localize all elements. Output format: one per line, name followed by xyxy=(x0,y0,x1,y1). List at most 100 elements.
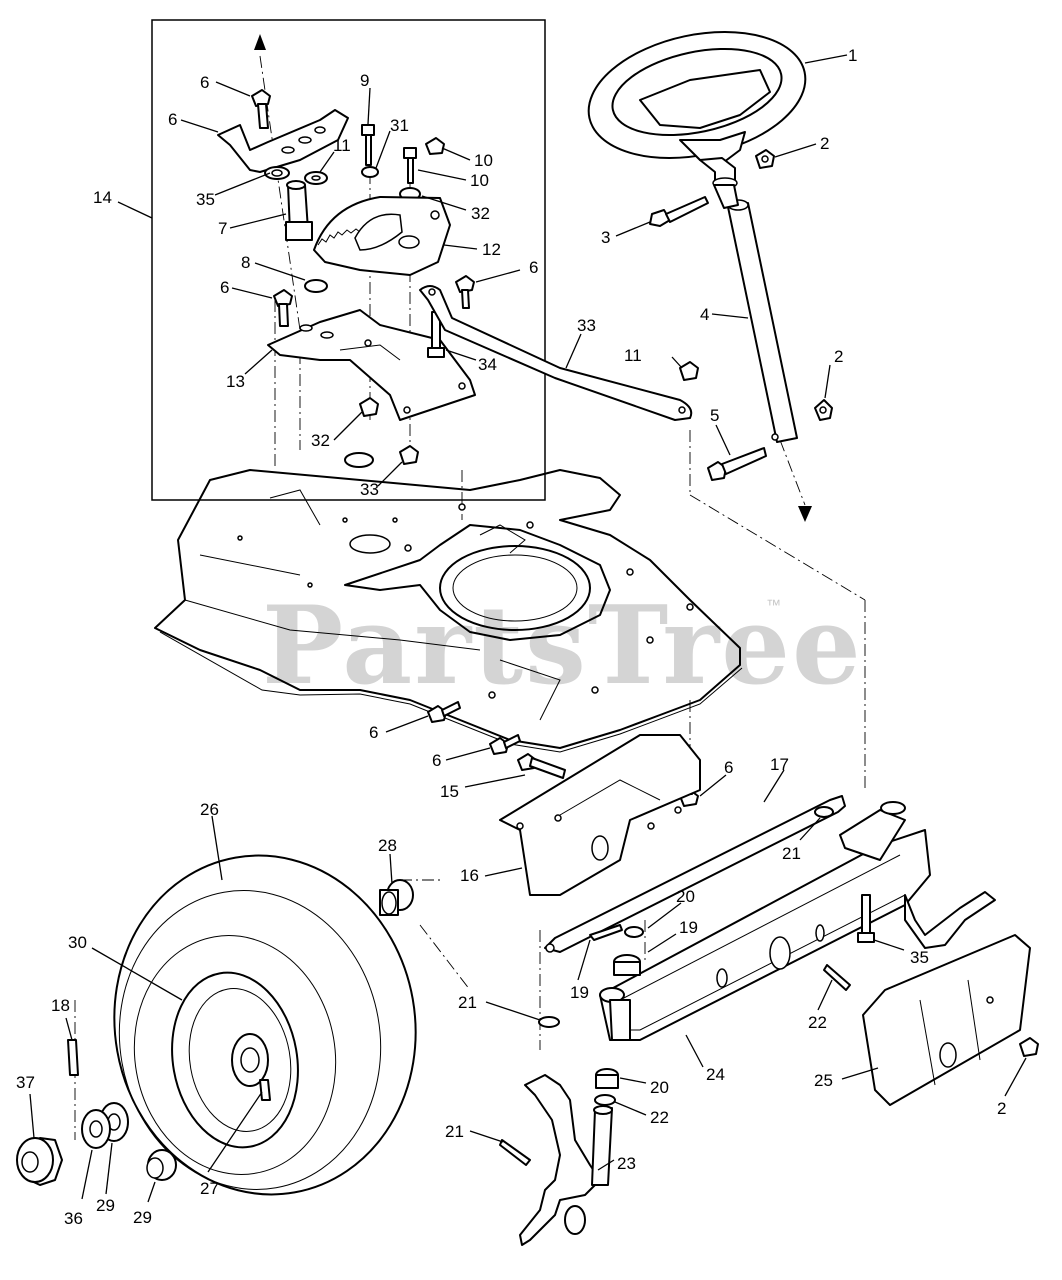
bracket-14 xyxy=(267,309,476,421)
callout: 22 xyxy=(808,1013,827,1032)
callout: 25 xyxy=(814,1071,833,1090)
washer-37 xyxy=(81,1109,111,1149)
callout: 21 xyxy=(445,1122,464,1141)
spindle-24 xyxy=(519,1074,613,1246)
nut-33-a xyxy=(359,397,379,417)
callout: 7 xyxy=(218,219,227,238)
cotter-pin-19-axle xyxy=(589,924,623,941)
callout-labels: 1 2 2 2 3 4 5 6 6 6 6 6 6 6 7 8 9 10 10 … xyxy=(16,46,1006,1228)
callout: 4 xyxy=(700,305,709,324)
bushing-29-upper xyxy=(379,879,414,916)
callout: 3 xyxy=(601,228,610,247)
washer-21-top xyxy=(814,806,834,818)
callout: 6 xyxy=(220,278,229,297)
callout: 10 xyxy=(470,171,489,190)
ring-inset xyxy=(344,452,374,468)
spindle-right xyxy=(839,801,996,949)
bushing-29-lower xyxy=(146,1149,177,1181)
bolt-10-b xyxy=(403,147,417,184)
nut-11-link xyxy=(679,361,699,381)
callout: 6 xyxy=(369,723,378,742)
pinion-gear-8 xyxy=(285,180,313,241)
callout: 20 xyxy=(676,887,695,906)
bracket-7 xyxy=(217,109,349,173)
callout: 22 xyxy=(650,1108,669,1127)
bolt-10-a xyxy=(361,124,375,166)
drag-link-34 xyxy=(419,285,693,421)
watermark-text: PartsTree xyxy=(262,583,863,709)
callout: 14 xyxy=(93,188,112,207)
callout: 11 xyxy=(624,346,642,365)
bolt-6-inset-left xyxy=(273,289,293,327)
callout: 2 xyxy=(820,134,829,153)
washer-12 xyxy=(304,171,328,185)
cotter-pin-19-wheel xyxy=(67,1039,79,1076)
nut-2-top xyxy=(755,149,775,169)
callout: 33 xyxy=(360,480,379,499)
callout: 20 xyxy=(650,1078,669,1097)
bushing-20-top xyxy=(613,954,641,976)
nut-33-b xyxy=(399,445,419,465)
callout: 31 xyxy=(390,116,409,135)
direction-arrows xyxy=(254,34,812,522)
bolt-6-frame-a xyxy=(427,701,461,723)
washer-23 xyxy=(594,1094,616,1106)
callout: 5 xyxy=(710,406,719,425)
callout: 32 xyxy=(471,204,490,223)
bolt-35-axle xyxy=(857,894,875,943)
washer-9 xyxy=(304,279,328,293)
callout: 18 xyxy=(51,996,70,1015)
cotter-pin-22-left xyxy=(499,1139,531,1166)
bolt-6-frame-b xyxy=(489,734,521,755)
callout: 11 xyxy=(333,136,351,155)
washer-32-a xyxy=(361,166,379,178)
callout: 12 xyxy=(482,240,501,259)
callout: 28 xyxy=(378,836,397,855)
steering-shaft xyxy=(713,184,798,443)
steering-wheel xyxy=(587,31,807,189)
bolt-3 xyxy=(649,196,709,227)
callout: 37 xyxy=(16,1073,35,1092)
callout: 6 xyxy=(168,110,177,129)
callout: 1 xyxy=(848,46,857,65)
callout: 19 xyxy=(679,918,698,937)
callout: 8 xyxy=(241,253,250,272)
callout: 9 xyxy=(360,71,369,90)
callout: 6 xyxy=(432,751,441,770)
nut-2-shaft xyxy=(814,399,833,421)
washer-21-mid xyxy=(624,926,644,938)
callout: 35 xyxy=(910,948,929,967)
callout: 36 xyxy=(64,1209,83,1228)
nut-2-front xyxy=(1019,1037,1039,1057)
watermark-trademark: ™ xyxy=(766,597,781,614)
hub-cap-38 xyxy=(16,1137,63,1186)
callout: 2 xyxy=(997,1099,1006,1118)
leader-lines xyxy=(29,54,1027,1203)
callout: 21 xyxy=(458,993,477,1012)
bolt-16 xyxy=(517,753,566,779)
callout: 19 xyxy=(570,983,589,1002)
callout: 35 xyxy=(196,190,215,209)
callout: 6 xyxy=(200,73,209,92)
callout: 23 xyxy=(617,1154,636,1173)
callout: 6 xyxy=(724,758,733,777)
callout: 6 xyxy=(529,258,538,277)
callout: 16 xyxy=(460,866,479,885)
front-weight-26 xyxy=(862,934,1031,1106)
callout: 33 xyxy=(577,316,596,335)
bushing-20-low xyxy=(595,1068,619,1089)
callout: 26 xyxy=(200,800,219,819)
callout: 29 xyxy=(133,1208,152,1227)
bolt-6-inset-right xyxy=(455,275,475,309)
washer-21-low xyxy=(538,1016,560,1028)
callout: 13 xyxy=(226,372,245,391)
bolt-6-top xyxy=(251,89,271,129)
callout: 17 xyxy=(770,755,789,774)
callout: 30 xyxy=(68,933,87,952)
callout: 21 xyxy=(782,844,801,863)
washer-36 xyxy=(264,166,290,180)
callout: 27 xyxy=(200,1179,219,1198)
callout: 15 xyxy=(440,782,459,801)
bolt-5 xyxy=(707,447,767,481)
